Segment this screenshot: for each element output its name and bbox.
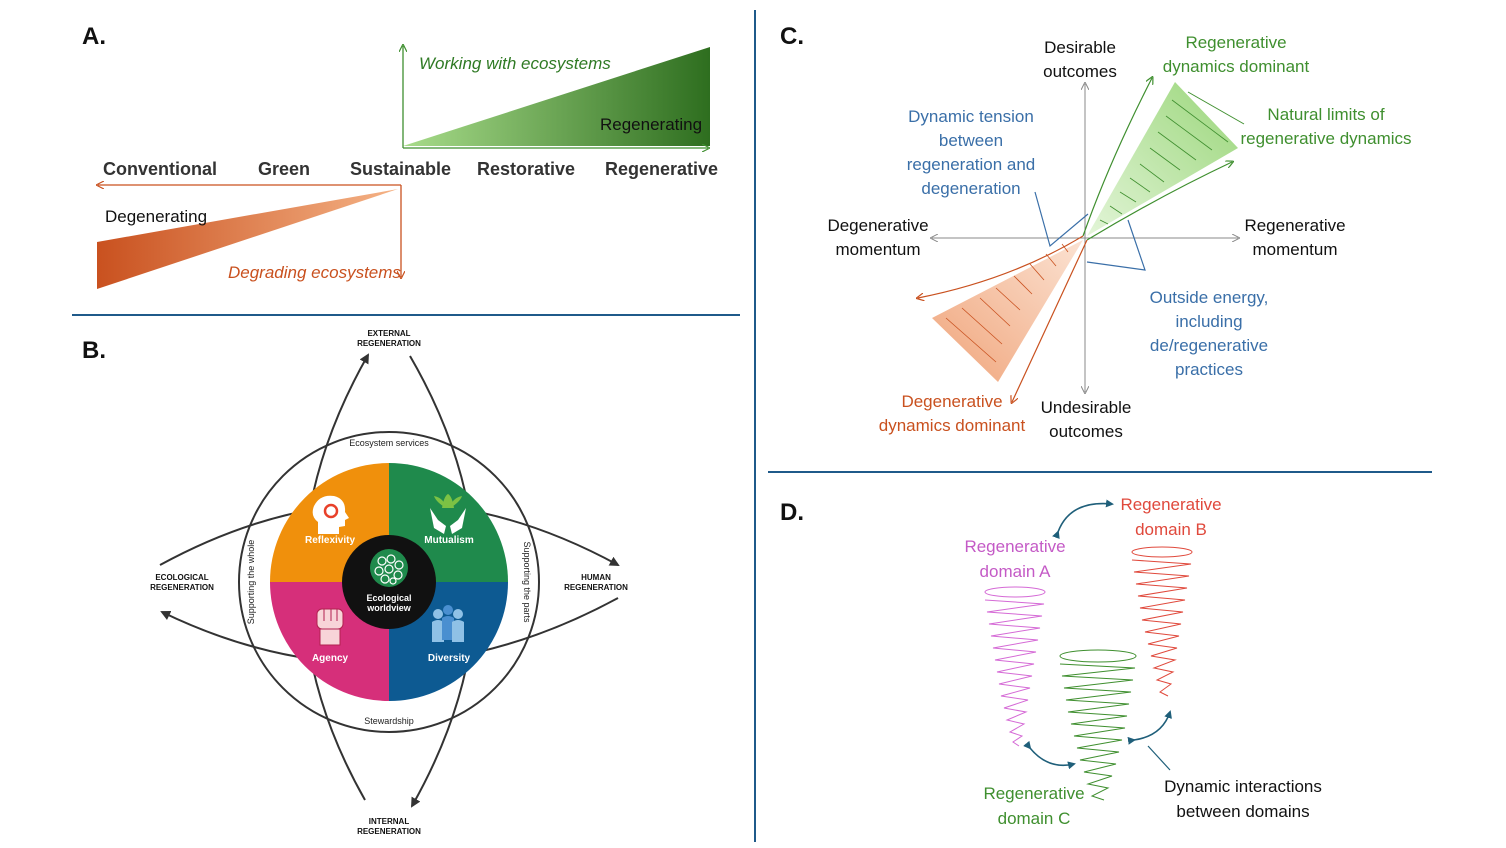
interactions-line1: Dynamic interactions xyxy=(1164,777,1322,796)
outside-energy-line1: Outside energy, xyxy=(1150,288,1269,307)
regen-dominant-line2: dynamics dominant xyxy=(1163,57,1310,76)
human-label-line1: HUMAN xyxy=(581,573,611,582)
domain-a-line1: Regenerative xyxy=(964,537,1065,556)
degenerative-cone xyxy=(932,240,1083,382)
ecological-label-line2: REGENERATION xyxy=(150,583,214,592)
domain-b-spiral xyxy=(1131,546,1193,697)
center-label-line2: worldview xyxy=(366,603,412,613)
quadrant-reflexivity-label: Reflexivity xyxy=(305,535,355,546)
interactions-line2: between domains xyxy=(1176,802,1309,821)
external-label-line2: REGENERATION xyxy=(357,339,421,348)
a-c-interaction-arrow xyxy=(1023,740,1076,770)
working-with-ecosystems-label: Working with ecosystems xyxy=(419,54,611,73)
c-b-interaction-arrow xyxy=(1127,710,1172,745)
degen-momentum-line2: momentum xyxy=(835,240,920,259)
panel-c: C. Desirable outcomes Undesirable xyxy=(780,23,1412,441)
degen-dominant-line2: dynamics dominant xyxy=(879,416,1026,435)
outside-energy-line2: including xyxy=(1175,312,1242,331)
panel-c-letter: C. xyxy=(780,23,804,50)
degenerating-wedge xyxy=(97,189,398,289)
supporting-parts-label: Supporting the parts xyxy=(522,541,532,623)
undesirable-line2: outcomes xyxy=(1049,422,1123,441)
center-label-line1: Ecological xyxy=(366,593,411,603)
outside-energy-pointer xyxy=(1086,219,1146,271)
degen-arrow-down xyxy=(1012,239,1088,402)
regenerative-spiral-lines xyxy=(1099,99,1229,225)
panel-b: B. xyxy=(82,329,628,836)
stage-regenerative: Regenerative xyxy=(605,159,718,179)
undesirable-line1: Undesirable xyxy=(1041,398,1132,417)
desirable-line1: Desirable xyxy=(1044,38,1116,57)
internal-label-line1: INTERNAL xyxy=(369,817,410,826)
stage-conventional: Conventional xyxy=(103,159,217,179)
degrading-ecosystems-label: Degrading ecosystems xyxy=(228,263,401,282)
regen-arrow-upper xyxy=(1082,78,1152,237)
raised-fist-icon xyxy=(316,608,344,646)
domain-a-spiral xyxy=(984,586,1046,747)
regenerative-cone xyxy=(1087,82,1238,236)
head-cycle-icon xyxy=(312,495,349,534)
outside-energy-line4: practices xyxy=(1175,360,1243,379)
panel-d-letter: D. xyxy=(780,499,804,526)
domain-c-line1: Regenerative xyxy=(983,784,1084,803)
hands-leaves-icon xyxy=(430,494,466,534)
a-b-interaction-arrow xyxy=(1052,499,1114,540)
regen-arrow-right xyxy=(1086,162,1232,241)
regenerating-wedge xyxy=(403,47,710,146)
desirable-line2: outcomes xyxy=(1043,62,1117,81)
dynamic-tension-line4: degeneration xyxy=(921,179,1020,198)
natural-limits-pointer xyxy=(1187,91,1245,125)
degen-dominant-line1: Degenerative xyxy=(901,392,1002,411)
ecological-label-line1: ECOLOGICAL xyxy=(155,573,208,582)
quadrant-agency-label: Agency xyxy=(312,653,349,664)
panel-b-letter: B. xyxy=(82,337,106,364)
degenerating-label: Degenerating xyxy=(105,207,207,226)
regen-momentum-line1: Regenerative xyxy=(1244,216,1345,235)
regen-momentum-line2: momentum xyxy=(1252,240,1337,259)
regenerating-label: Regenerating xyxy=(600,115,702,134)
people-group-icon xyxy=(432,605,464,642)
human-label-line2: REGENERATION xyxy=(564,583,628,592)
degen-arrow-left xyxy=(918,235,1084,298)
stage-restorative: Restorative xyxy=(477,159,575,179)
panel-a-letter: A. xyxy=(82,23,106,50)
panel-a: A. Working with ecosystems Regenerating … xyxy=(82,23,718,289)
dynamic-tension-line2: between xyxy=(939,131,1003,150)
regen-dominant-line1: Regenerative xyxy=(1185,33,1286,52)
outside-energy-line3: de/regenerative xyxy=(1150,336,1268,355)
dynamic-tension-pointer xyxy=(1034,191,1089,248)
domain-c-spiral xyxy=(1059,649,1137,801)
natural-limits-line1: Natural limits of xyxy=(1267,105,1384,124)
outer-ring xyxy=(238,431,540,733)
stewardship-label: Stewardship xyxy=(364,716,414,726)
dynamic-tension-line3: regeneration and xyxy=(907,155,1036,174)
external-label-line1: EXTERNAL xyxy=(367,329,410,338)
degenerative-spiral-lines xyxy=(945,243,1069,363)
degen-momentum-line1: Degenerative xyxy=(827,216,928,235)
panel-d: D. Regenerative domain A Regenerative do… xyxy=(780,495,1322,828)
quadrant-diversity-label: Diversity xyxy=(428,653,471,664)
domain-c-line2: domain C xyxy=(998,809,1071,828)
supporting-whole-label: Supporting the whole xyxy=(246,540,256,625)
domain-b-line1: Regenerative xyxy=(1120,495,1221,514)
interactions-pointer xyxy=(1147,745,1171,771)
domain-b-line2: domain B xyxy=(1135,520,1207,539)
stage-green: Green xyxy=(258,159,310,179)
stage-sustainable: Sustainable xyxy=(350,159,451,179)
domain-a-line2: domain A xyxy=(980,562,1052,581)
dynamic-tension-line1: Dynamic tension xyxy=(908,107,1034,126)
globe-network-icon xyxy=(370,549,408,587)
internal-label-line2: REGENERATION xyxy=(357,827,421,836)
ecosystem-services-label: Ecosystem services xyxy=(349,438,429,448)
quadrant-mutualism-label: Mutualism xyxy=(424,535,474,546)
natural-limits-line2: regenerative dynamics xyxy=(1240,129,1411,148)
